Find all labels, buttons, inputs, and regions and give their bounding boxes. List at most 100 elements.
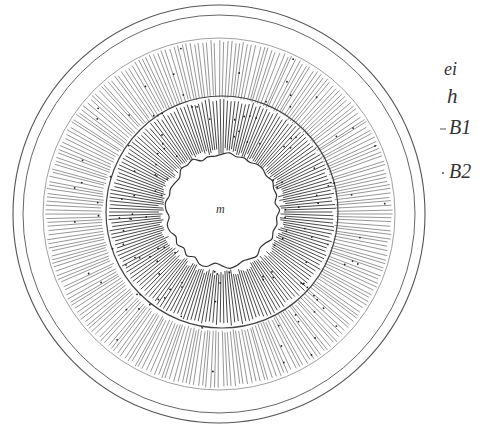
radial-fibre	[317, 120, 365, 151]
radial-fibre	[117, 176, 164, 192]
radial-fibre	[132, 315, 159, 361]
radial-fibre	[284, 71, 313, 115]
radial-fibre	[323, 134, 371, 159]
radial-fibre	[46, 210, 102, 211]
radial-fibre	[250, 47, 265, 101]
radial-fibre	[225, 101, 227, 148]
radial-fibre	[336, 228, 391, 235]
radial-fibre	[56, 161, 108, 178]
radial-fibre	[326, 141, 377, 164]
radial-fibre	[117, 180, 166, 195]
radial-fibre	[52, 248, 106, 264]
radial-fibre	[283, 179, 329, 193]
layer-label: B2	[449, 161, 471, 181]
inner-band-edge	[106, 96, 338, 328]
radial-fibre	[257, 52, 275, 103]
radial-fibre	[49, 182, 102, 192]
radial-fibre	[337, 198, 389, 203]
outer-band-edge	[43, 38, 395, 390]
radial-fibre	[159, 325, 178, 375]
radial-fibre	[266, 57, 288, 108]
radial-fibre	[52, 169, 106, 184]
radial-fibre	[85, 289, 126, 322]
radial-fibre	[114, 187, 164, 199]
radial-fibre	[174, 326, 189, 382]
radial-fibre	[263, 53, 285, 106]
radial-fibre	[115, 228, 164, 241]
radial-fibre	[206, 331, 210, 387]
lumen-label: m	[216, 203, 225, 215]
radial-fibre	[227, 101, 231, 150]
radial-fibre	[335, 193, 391, 200]
radial-fibre	[199, 331, 205, 385]
radial-fibre	[252, 327, 268, 380]
radial-fibre	[285, 197, 331, 203]
radial-fibre	[225, 271, 228, 323]
radial-fibre	[310, 106, 354, 141]
radial-fibre	[222, 99, 224, 153]
radial-fibre	[236, 42, 244, 97]
radial-fibre	[222, 331, 224, 386]
radial-fibre	[229, 271, 235, 322]
radial-fibre	[283, 186, 332, 198]
radial-fibre	[189, 329, 199, 385]
layer-label: B1	[449, 117, 471, 137]
radial-fibre	[256, 261, 285, 303]
radial-fibre	[287, 71, 318, 116]
radial-fibre	[128, 314, 157, 362]
radial-fibre	[267, 132, 301, 166]
inner-envelope	[23, 15, 415, 413]
radial-fibre	[335, 225, 391, 231]
radial-fibre	[274, 242, 320, 269]
radial-fibre	[281, 205, 335, 209]
radial-fibre	[206, 43, 210, 96]
radial-fibre	[258, 259, 289, 300]
radial-fibre	[279, 240, 322, 262]
layer-label: h	[447, 86, 458, 107]
radial-fibre	[276, 158, 322, 183]
radial-fibre	[320, 273, 368, 301]
radial-fibre	[109, 216, 161, 219]
radial-fibre	[285, 208, 336, 210]
radial-fibre	[168, 115, 193, 159]
radial-fibre	[337, 210, 393, 211]
radial-fibre	[125, 70, 154, 115]
radial-fibre	[135, 62, 162, 111]
radial-fibre	[298, 89, 336, 129]
radial-fibre	[238, 274, 250, 321]
radial-fibre	[109, 208, 163, 210]
radial-fibre	[102, 87, 139, 127]
radial-fibre	[131, 248, 173, 278]
radial-fibre	[336, 217, 391, 218]
radial-fibre	[74, 120, 121, 151]
radial-fibre	[254, 261, 284, 307]
radial-fibre	[294, 82, 329, 124]
radial-fibre	[253, 117, 280, 162]
radial-fibre	[132, 66, 159, 112]
radial-fibre	[271, 144, 310, 175]
radial-fibre	[223, 275, 225, 324]
radial-fibre	[48, 222, 103, 226]
radial-fibre	[225, 333, 228, 386]
radial-fibre	[295, 305, 330, 347]
radial-fibre	[220, 99, 222, 153]
radial-fibre	[258, 323, 277, 376]
radial-fibre	[81, 285, 126, 319]
radial-fibre	[138, 319, 163, 367]
radial-fibre	[255, 120, 283, 162]
radial-fibre	[56, 253, 109, 272]
radial-fibre	[274, 161, 323, 185]
radial-fibre	[79, 113, 123, 145]
radial-fibre	[186, 330, 196, 383]
radial-fibre	[338, 219, 392, 221]
radial-fibre	[71, 276, 119, 306]
radial-fibre	[154, 122, 185, 163]
radial-fibre	[272, 244, 315, 271]
radial-fibre	[233, 329, 240, 383]
radial-fibre	[247, 329, 260, 381]
radial-fibre	[47, 231, 103, 239]
radial-fibre	[227, 332, 231, 386]
radial-fibre	[332, 245, 386, 260]
outer-radial-band	[45, 40, 392, 388]
